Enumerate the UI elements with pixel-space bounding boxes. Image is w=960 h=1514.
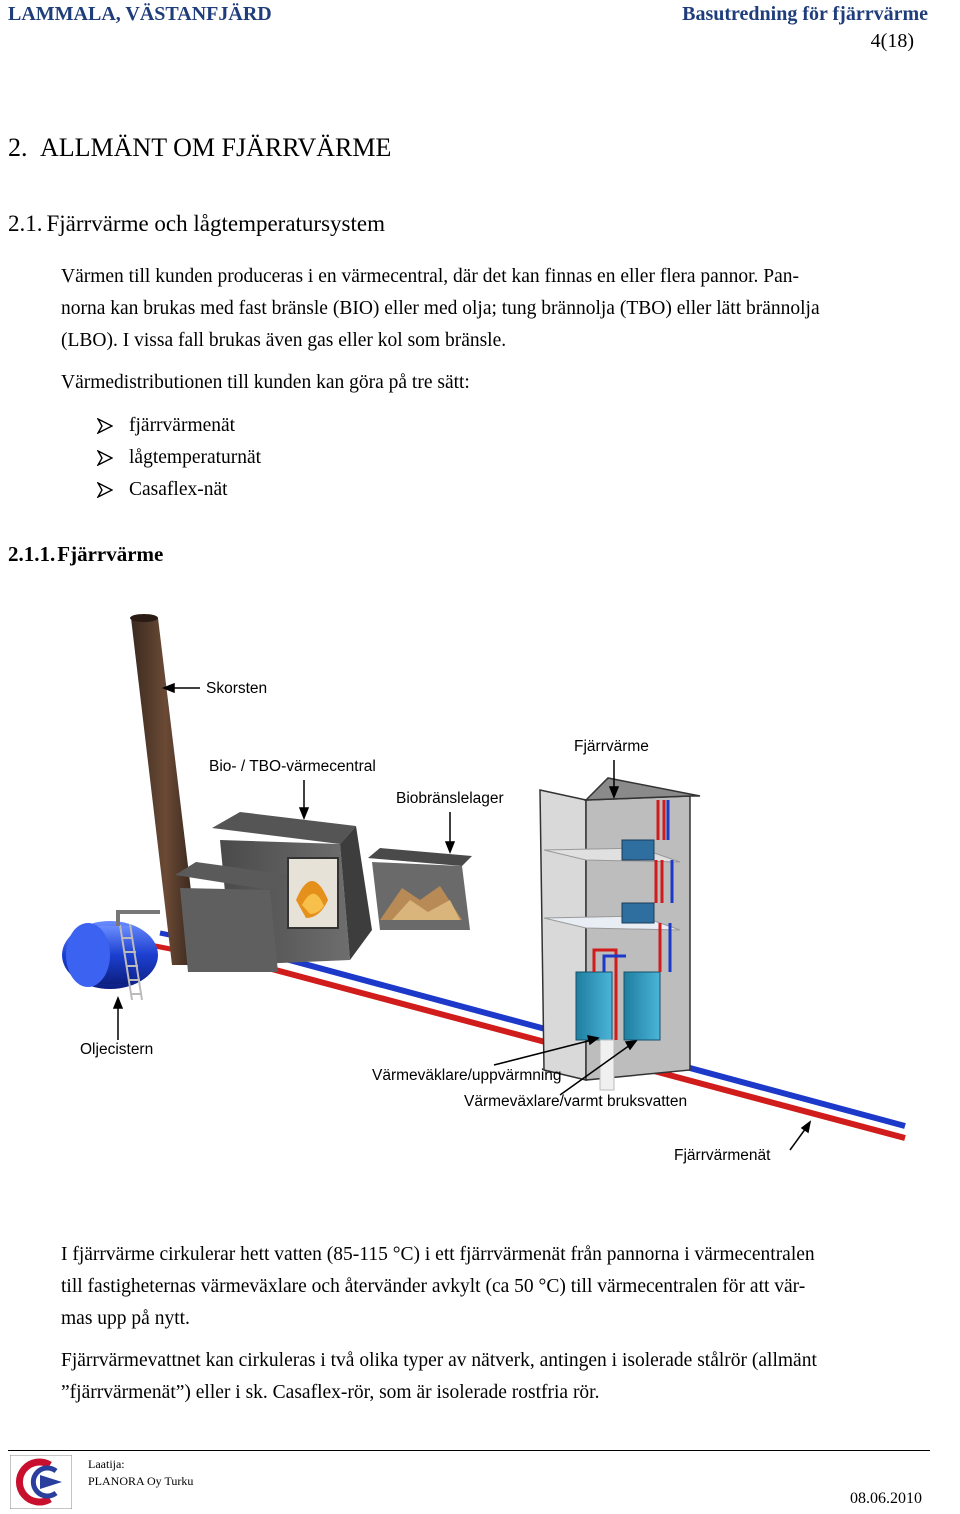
distribution-text: Värmedistributionen till kunden kan göra… xyxy=(61,372,470,393)
section-title: ALLMÄNT OM FJÄRRVÄRME xyxy=(40,133,392,162)
label-varmevaxlare-uppvarmning: Värmeväklare/uppvärmning xyxy=(372,1067,562,1084)
bullet-text: fjärrvärmenät xyxy=(129,415,236,436)
footer-divider xyxy=(8,1450,930,1451)
subsubsection-number: 2.1.1. xyxy=(8,542,56,566)
section-number: 2. xyxy=(8,133,28,162)
label-fjarrvarmenat: Fjärrvärmenät xyxy=(674,1147,771,1164)
list-item: lågtemperaturnät xyxy=(95,442,261,474)
intro-line-2: norna kan brukas med fast bränsle (BIO) … xyxy=(61,298,820,319)
bullet-text: lågtemperaturnät xyxy=(129,447,262,468)
body-p1-line-1: I fjärrvärme cirkulerar hett vatten (85-… xyxy=(61,1244,815,1265)
section-heading: 2. ALLMÄNT OM FJÄRRVÄRME xyxy=(8,133,391,163)
subsubsection-heading: 2.1.1.Fjärrvärme xyxy=(8,542,163,567)
subsection-heading: 2.1.Fjärrvärme och lågtemperatursystem xyxy=(8,211,385,237)
intro-line-3: (LBO). I vissa fall brukas även gas elle… xyxy=(61,330,507,351)
header-left: LAMMALA, VÄSTANFJÄRD xyxy=(8,3,272,25)
body-p1-line-3: mas upp på nytt. xyxy=(61,1308,190,1329)
list-item: fjärrvärmenät xyxy=(95,410,261,442)
label-oljecistern: Oljecistern xyxy=(80,1041,154,1058)
body-p1-line-2: till fastigheternas värmeväxlare och åte… xyxy=(61,1276,806,1297)
body-p2-line-2: ”fjärrvärmenät”) eller i sk. Casaflex-rö… xyxy=(61,1382,600,1403)
footer-author-label: Laatija: xyxy=(88,1457,125,1471)
page-number: 4(18) xyxy=(870,30,914,52)
district-heating-figure: Skorsten Bio- / TBO-värmecentral Fjärrvä… xyxy=(0,600,960,1180)
body-paragraph-2: Fjärrvärmevattnet kan cirkuleras i två o… xyxy=(61,1345,956,1409)
distribution-list: fjärrvärmenät lågtemperaturnät Casaflex-… xyxy=(95,410,261,506)
subsection-number: 2.1. xyxy=(8,211,43,236)
label-varmevaxlare-bruksvatten: Värmeväxlare/varmt bruksvatten xyxy=(464,1093,688,1110)
label-varmecentral: Bio- / TBO-värmecentral xyxy=(209,758,376,775)
body-paragraph-1: I fjärrvärme cirkulerar hett vatten (85-… xyxy=(61,1239,956,1335)
district-heating-illustration xyxy=(62,614,906,1151)
label-fjarrvarme: Fjärrvärme xyxy=(574,738,649,755)
arrow-bullet-icon xyxy=(97,418,113,434)
arrow-bullet-icon xyxy=(97,482,113,498)
footer-company: PLANORA Oy Turku xyxy=(88,1474,194,1488)
list-item: Casaflex-nät xyxy=(95,474,261,506)
label-skorsten: Skorsten xyxy=(206,680,268,697)
label-biobranslelager: Biobränslelager xyxy=(396,790,504,807)
subsection-title: Fjärrvärme och lågtemperatursystem xyxy=(46,211,386,236)
footer-date: 08.06.2010 xyxy=(850,1490,922,1507)
intro-paragraph: Värmen till kunden produceras i en värme… xyxy=(61,261,956,357)
planora-logo xyxy=(9,1454,73,1510)
intro-line-1: Värmen till kunden produceras i en värme… xyxy=(61,266,799,287)
subsubsection-title: Fjärrvärme xyxy=(57,542,164,566)
arrow-bullet-icon xyxy=(97,450,113,466)
header-right: Basutredning för fjärrvärme xyxy=(682,3,928,25)
bullet-text: Casaflex-nät xyxy=(129,479,228,500)
planora-logo-icon xyxy=(9,1454,73,1510)
body-p2-line-1: Fjärrvärmevattnet kan cirkuleras i två o… xyxy=(61,1350,817,1371)
